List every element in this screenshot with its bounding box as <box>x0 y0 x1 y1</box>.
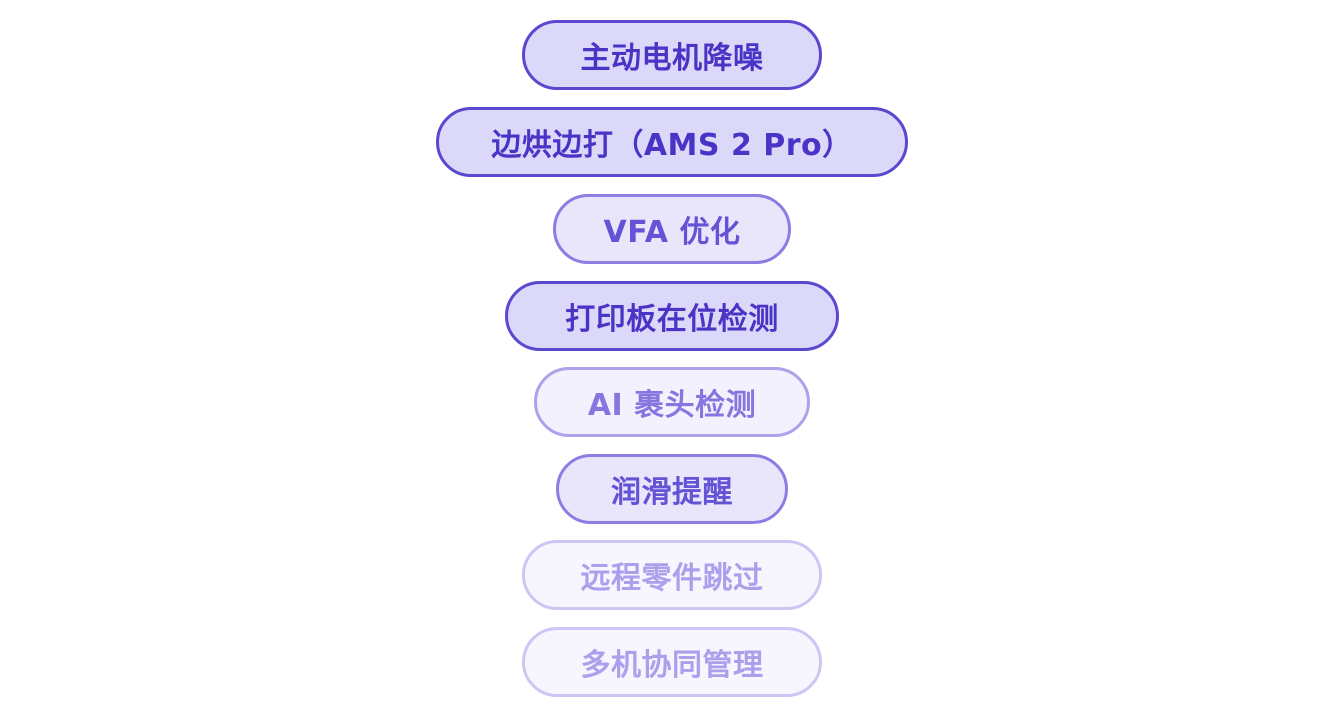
feature-pill-multi-machine-management[interactable]: 多机协同管理 <box>522 627 822 697</box>
feature-pill-lubrication-reminder[interactable]: 润滑提醒 <box>556 454 788 524</box>
feature-pill-vfa-optimization[interactable]: VFA 优化 <box>553 194 791 264</box>
feature-pill-dry-while-printing[interactable]: 边烘边打（AMS 2 Pro） <box>436 107 908 177</box>
feature-pill-remote-part-skip[interactable]: 远程零件跳过 <box>522 540 822 610</box>
feature-pill-ai-clog-detection[interactable]: AI 裹头检测 <box>534 367 810 437</box>
feature-pill-active-motor-noise-reduction[interactable]: 主动电机降噪 <box>522 20 822 90</box>
feature-pill-build-plate-detection[interactable]: 打印板在位检测 <box>505 281 839 351</box>
